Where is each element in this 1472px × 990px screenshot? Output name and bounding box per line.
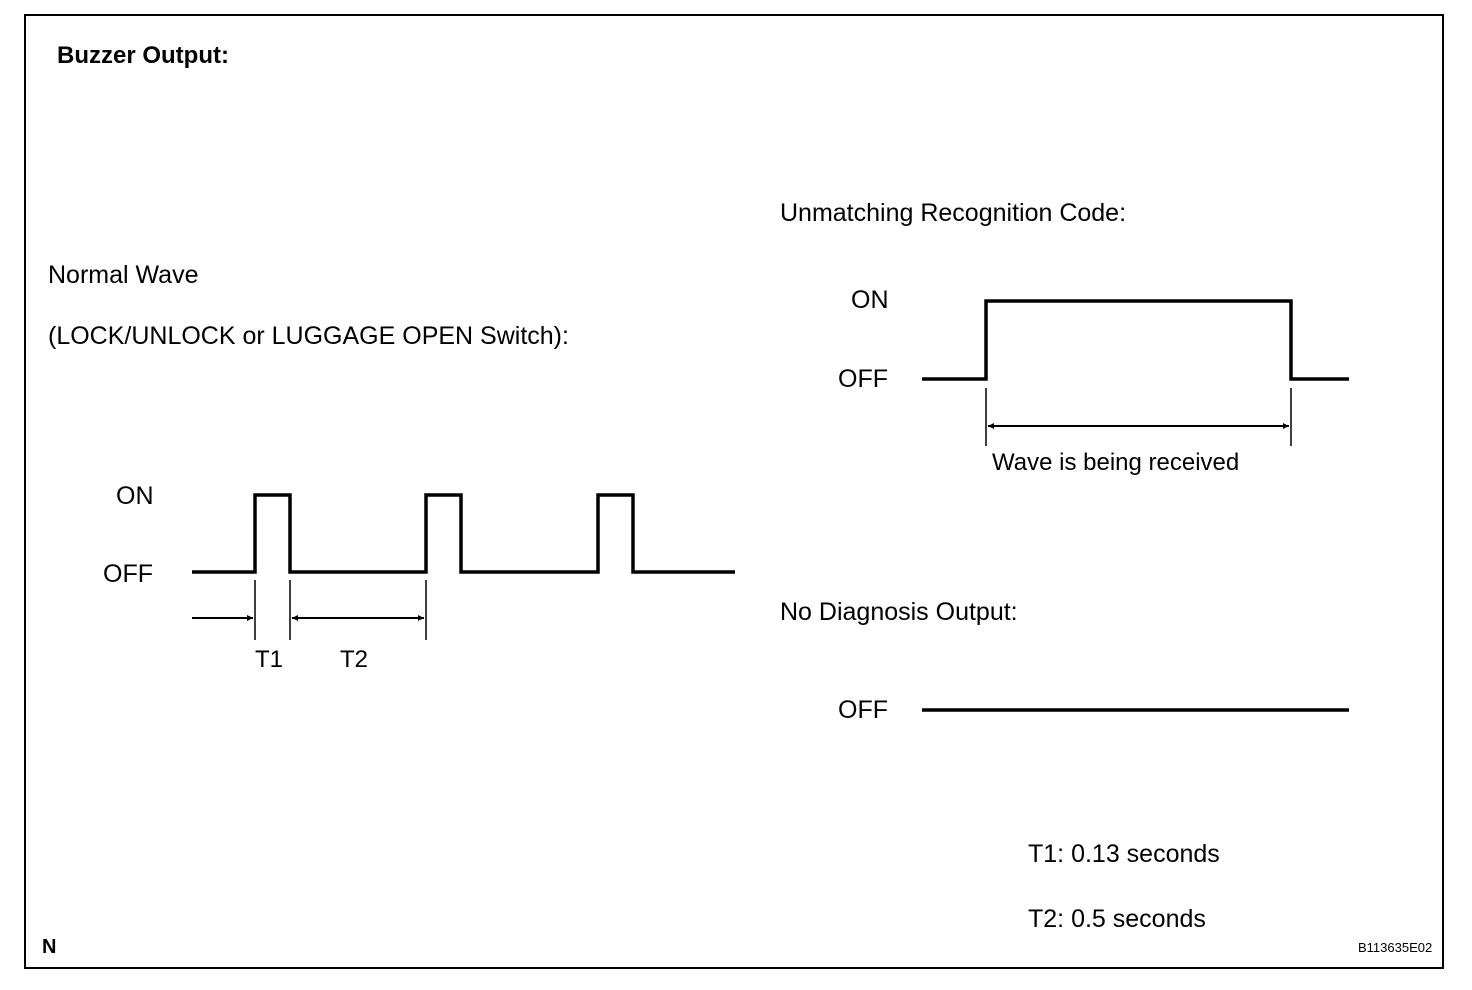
t1-label: T1 <box>255 646 284 673</box>
diagram-title: Buzzer Output: <box>57 42 229 69</box>
normal-wave-heading: Normal Wave <box>48 261 199 289</box>
no-diagnosis-heading: No Diagnosis Output: <box>780 598 1018 626</box>
normal-wave-subheading: (LOCK/UNLOCK or LUGGAGE OPEN Switch): <box>48 322 569 350</box>
t1-note: T1: 0.13 seconds <box>1028 840 1220 868</box>
no-diagnosis-off-label: OFF <box>838 696 888 724</box>
t2-note: T2: 0.5 seconds <box>1028 905 1206 933</box>
wave-received-label: Wave is being received <box>992 449 1240 476</box>
normal-wave-on-label: ON <box>116 482 154 510</box>
normal-wave-off-label: OFF <box>103 560 153 588</box>
unmatching-on-label: ON <box>851 286 889 314</box>
unmatching-heading: Unmatching Recognition Code: <box>780 199 1127 227</box>
unmatching-wave-signal <box>922 299 1349 381</box>
diagram-frame <box>24 14 1444 969</box>
unmatching-off-label: OFF <box>838 365 888 393</box>
normal-wave-signal <box>192 493 735 574</box>
t2-label: T2 <box>340 646 369 673</box>
corner-mark: N <box>42 936 57 958</box>
figure-code: B113635E02 <box>1358 940 1433 955</box>
